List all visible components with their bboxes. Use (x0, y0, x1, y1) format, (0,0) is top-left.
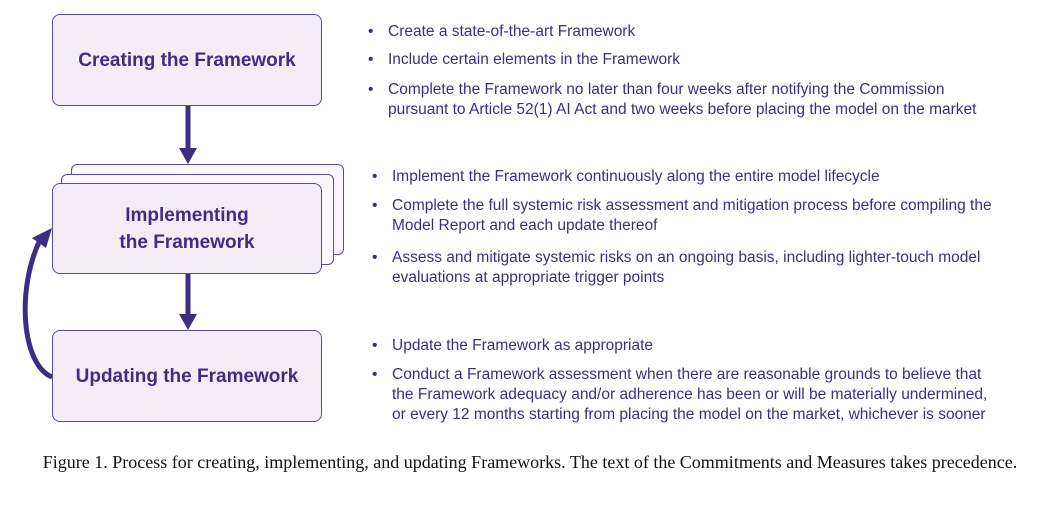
bullet-icon: • (368, 23, 374, 40)
bullet-item: • Implement the Framework continuously al… (372, 167, 880, 187)
bullet-item: • Create a state-of-the-art Framework (368, 22, 635, 42)
bullet-item: • Conduct a Framework assessment when the… (372, 365, 987, 425)
bullet-item: • Assess and mitigate systemic risks on a… (372, 248, 980, 288)
bullet-text: Create a state-of-the-art Framework (388, 23, 636, 40)
bullet-icon: • (368, 81, 374, 98)
bullet-item: • Complete the Framework no later than fo… (368, 80, 976, 120)
arrow-down-2-head (179, 314, 197, 330)
loop-arrow-head (32, 228, 52, 248)
loop-arrow (22, 238, 54, 380)
bullet-text: pursuant to Article 52(1) AI Act and two… (388, 101, 977, 118)
bullet-text: the Framework adequacy and/or adherence … (392, 386, 988, 403)
bullet-text: evaluations at appropriate trigger point… (392, 269, 665, 286)
box-implementing: Implementing the Framework (52, 183, 322, 274)
box-updating-label: Updating the Framework (75, 365, 299, 387)
bullet-item: • Update the Framework as appropriate (372, 336, 653, 356)
bullet-text: Complete the Framework no later than fou… (388, 81, 945, 98)
bullet-text: Model Report and each update thereof (392, 217, 658, 234)
figure-caption: Figure 1. Process for creating, implemen… (42, 452, 1018, 472)
bullet-item: • Complete the full systemic risk assessm… (372, 196, 992, 236)
bullet-text: Update the Framework as appropriate (392, 337, 654, 354)
bullet-icon: • (372, 249, 378, 266)
bullet-icon: • (368, 51, 374, 68)
arrow-down-1-head (179, 148, 197, 164)
bullet-text: Implement the Framework continuously alo… (392, 168, 880, 185)
bullet-icon: • (372, 366, 378, 383)
box-creating: Creating the Framework (52, 14, 322, 106)
bullet-item: • Include certain elements in the Framewo… (368, 50, 680, 70)
bullet-icon: • (372, 168, 378, 185)
bullet-text: Complete the full systemic risk assessme… (392, 197, 992, 214)
bullet-text: Conduct a Framework assessment when ther… (392, 366, 982, 383)
box-updating: Updating the Framework (52, 330, 322, 422)
bullet-icon: • (372, 337, 378, 354)
bullet-text: Include certain elements in the Framewor… (388, 51, 681, 68)
bullet-text: or every 12 months starting from placing… (392, 406, 986, 423)
bullet-icon: • (372, 197, 378, 214)
box-implementing-label: Implementing the Framework (119, 204, 255, 253)
box-creating-label: Creating the Framework (78, 49, 296, 71)
bullet-text: Assess and mitigate systemic risks on an… (392, 249, 981, 266)
